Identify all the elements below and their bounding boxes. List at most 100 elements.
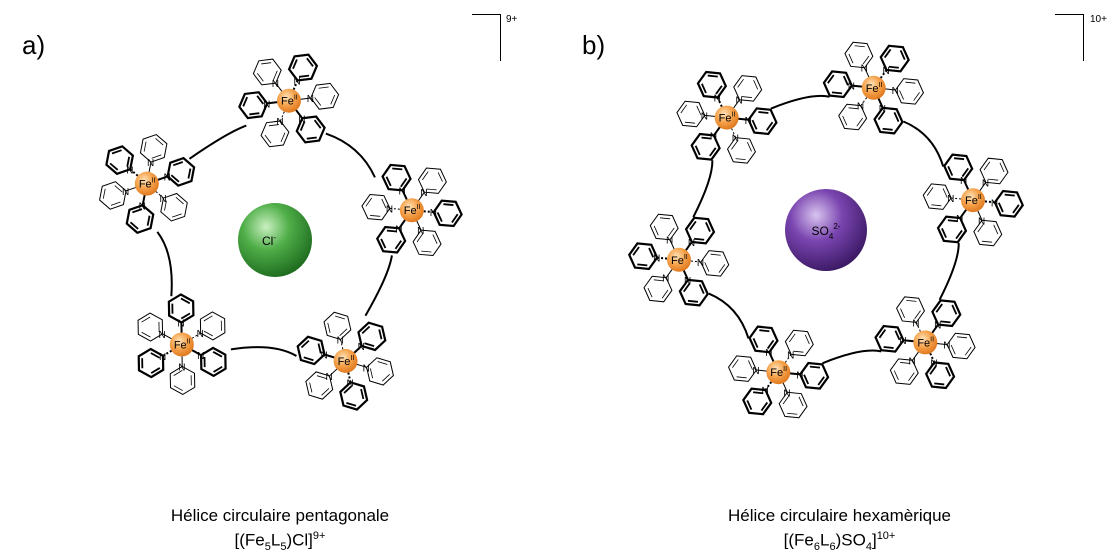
double-bond — [747, 142, 751, 151]
double-bond — [884, 347, 894, 348]
double-bond — [307, 137, 317, 138]
ethylene-linker — [903, 122, 943, 167]
ethylene-linker — [940, 243, 959, 300]
double-bond — [843, 116, 847, 125]
double-bond — [319, 87, 329, 88]
double-bond — [1000, 163, 1004, 172]
nitrogen-atom: N — [697, 258, 704, 269]
nitrogen-atom: N — [787, 350, 794, 361]
nitrogen-atom: N — [892, 86, 899, 97]
double-bond — [261, 63, 271, 64]
nitrogen-atom: N — [701, 111, 708, 122]
double-bond — [1005, 195, 1015, 196]
double-bond — [889, 67, 899, 68]
double-bond — [810, 367, 820, 368]
nitrogen-atom: N — [307, 94, 314, 105]
nitrogen-atom: N — [943, 341, 950, 352]
anion-charge-b: 2- — [833, 222, 840, 231]
chloride-anion: Cl- — [238, 203, 312, 277]
nitrogen-atom: N — [197, 329, 204, 340]
double-bond — [883, 129, 893, 130]
double-bond — [188, 169, 190, 179]
formula-b: [(Fe6L6)SO4]10+ — [560, 526, 1119, 557]
double-bond — [849, 54, 853, 63]
double-bond — [173, 162, 183, 165]
nitrogen-atom: N — [752, 366, 759, 377]
sulfate-anion: SO42- — [785, 189, 867, 271]
double-bond — [737, 377, 747, 378]
double-bond — [172, 214, 182, 217]
double-bond — [705, 262, 709, 271]
double-bond — [799, 397, 803, 406]
double-bond — [934, 383, 944, 384]
double-bond — [648, 288, 652, 297]
double-bond — [433, 235, 437, 244]
double-bond — [654, 226, 658, 235]
double-bond — [708, 76, 718, 77]
double-bond — [759, 330, 769, 331]
double-bond — [688, 301, 698, 302]
nitrogen-atom: N — [347, 378, 354, 389]
double-bond — [855, 46, 865, 47]
anion-charge-a: - — [273, 233, 276, 242]
double-bond — [361, 389, 363, 399]
nitrogen-atom: N — [337, 335, 344, 346]
ethylene-linker — [822, 351, 881, 364]
double-bond — [392, 169, 402, 170]
double-bond — [111, 202, 121, 205]
double-bond — [711, 254, 721, 255]
formula-b-part: [(Fe — [784, 531, 814, 550]
double-bond — [982, 241, 992, 242]
double-bond — [370, 215, 380, 216]
ethylene-linker — [365, 255, 391, 315]
double-bond — [660, 218, 670, 219]
double-bond — [905, 82, 915, 83]
formula-b-part: )SO — [836, 531, 866, 550]
nitrogen-atom: N — [978, 216, 985, 227]
anion-label-a: Cl — [262, 234, 273, 248]
double-bond — [249, 113, 259, 114]
nitrogen-atom: N — [991, 198, 998, 209]
double-bond — [148, 216, 150, 226]
formula-a-part: )Cl] — [286, 531, 312, 550]
nitrogen-atom: N — [272, 79, 279, 90]
double-bond — [742, 97, 752, 98]
ethylene-linker — [189, 126, 246, 159]
ethylene-linker — [709, 294, 749, 339]
double-bond — [900, 309, 904, 318]
formula-a-part: [(Fe — [235, 531, 265, 550]
nitrogen-atom: N — [420, 188, 427, 199]
double-bond — [685, 122, 695, 123]
double-bond — [370, 368, 372, 378]
nitrogen-atom: N — [159, 194, 166, 205]
nitrogen-atom: N — [857, 102, 864, 113]
nitrogen-atom: N — [736, 96, 743, 107]
double-bond — [328, 323, 330, 333]
nitrogen-atom: N — [363, 363, 370, 374]
nitrogen-atom: N — [899, 336, 906, 347]
nitrogen-atom: N — [761, 386, 768, 397]
double-bond — [378, 362, 388, 365]
nitrogen-atom: N — [848, 82, 855, 93]
double-bond — [281, 133, 285, 142]
double-bond — [331, 95, 335, 104]
nitrogen-atom: N — [930, 358, 937, 369]
nitrogen-atom: N — [732, 134, 739, 145]
double-bond — [736, 159, 746, 160]
double-bond — [304, 357, 314, 360]
ethylene-linker — [771, 96, 830, 109]
double-bond — [906, 300, 916, 301]
double-bond — [694, 239, 704, 240]
double-bond — [365, 343, 375, 346]
double-bond — [144, 142, 146, 152]
panel-b: b) 10+ NNNNNNNNNNNNNNNNNNNNNNNNNNNNNNNNN… — [560, 0, 1119, 553]
double-bond — [421, 251, 431, 252]
nitrogen-atom: N — [386, 204, 393, 215]
nitrogen-atom: N — [263, 99, 270, 110]
caption-a: Hélice circulaire pentagonale — [0, 506, 560, 526]
nitrogen-atom: N — [417, 226, 424, 237]
double-bond — [951, 345, 955, 354]
helicate-structure-b: NNNNNNNNNNNNNNNNNNNNNNNNNNNNNNNNNNNN FeI… — [560, 0, 1119, 500]
double-bond — [346, 403, 356, 406]
